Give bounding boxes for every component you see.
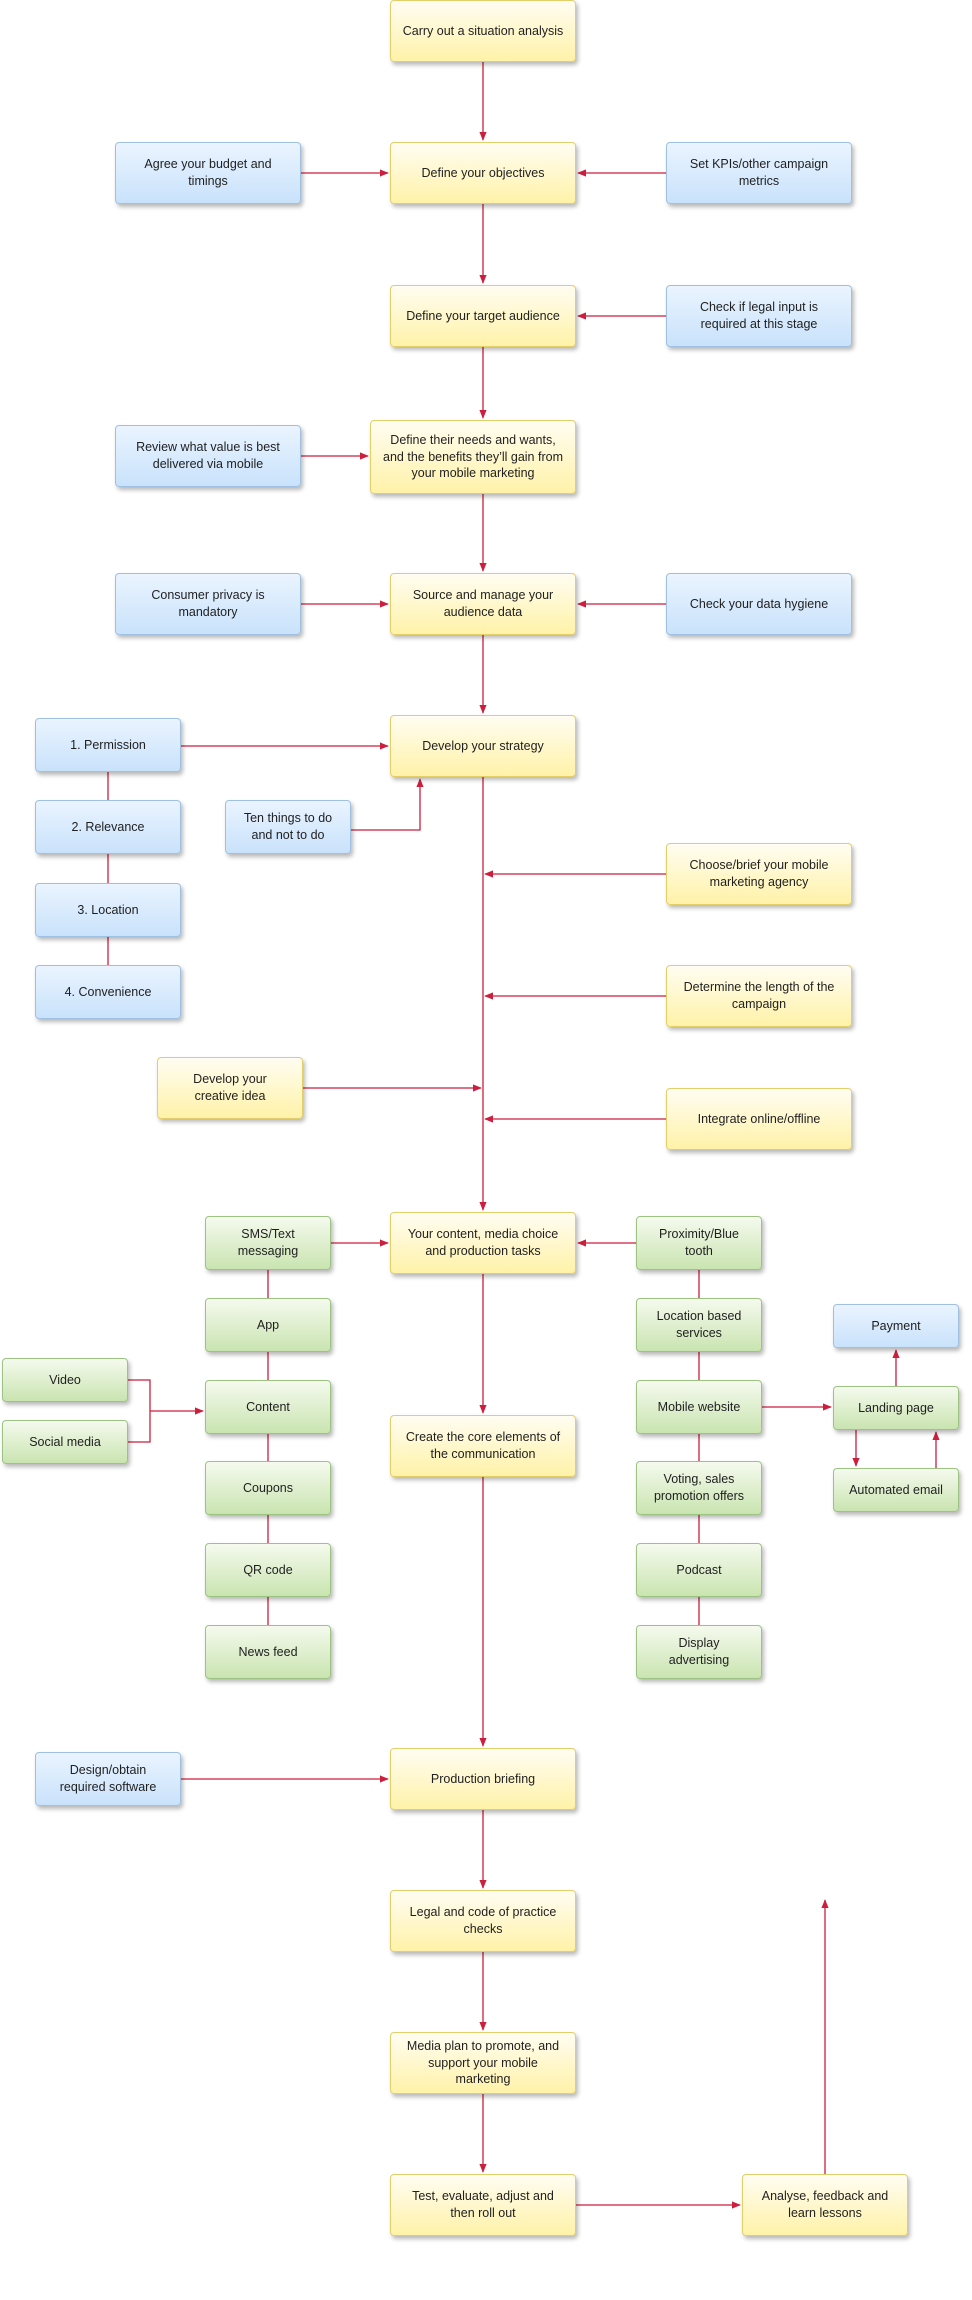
node-test-rollout: Test, evaluate, adjust and then roll out — [390, 2174, 576, 2236]
node-core-elements: Create the core elements of the communic… — [390, 1415, 576, 1477]
node-location: 3. Location — [35, 883, 181, 937]
node-voting: Voting, sales promotion offers — [636, 1461, 762, 1515]
node-content-media: Your content, media choice and productio… — [390, 1212, 576, 1274]
node-campaign-length: Determine the length of the campaign — [666, 965, 852, 1027]
node-strategy: Develop your strategy — [390, 715, 576, 777]
node-kpis: Set KPIs/other campaign metrics — [666, 142, 852, 204]
node-situation-analysis: Carry out a situation analysis — [390, 0, 576, 62]
node-legal-checks: Legal and code of practice checks — [390, 1890, 576, 1952]
node-budget: Agree your budget and timings — [115, 142, 301, 204]
node-app: App — [205, 1298, 331, 1352]
node-coupons: Coupons — [205, 1461, 331, 1515]
node-social-media: Social media — [2, 1420, 128, 1464]
node-production-briefing: Production briefing — [390, 1748, 576, 1810]
node-media-plan: Media plan to promote, and support your … — [390, 2032, 576, 2094]
node-sms: SMS/Text messaging — [205, 1216, 331, 1270]
node-display-advertising: Display advertising — [636, 1625, 762, 1679]
node-objectives: Define your objectives — [390, 142, 576, 204]
node-creative-idea: Develop your creative idea — [157, 1057, 303, 1119]
edge-video-bracket — [128, 1379, 151, 1443]
node-needs-wants: Define their needs and wants, and the be… — [370, 420, 576, 494]
node-permission: 1. Permission — [35, 718, 181, 772]
edge-tenthings-strategy — [351, 778, 424, 831]
node-landing-page: Landing page — [833, 1386, 959, 1430]
node-convenience: 4. Convenience — [35, 965, 181, 1019]
node-agency: Choose/brief your mobile marketing agenc… — [666, 843, 852, 905]
node-legal-input: Check if legal input is required at this… — [666, 285, 852, 347]
node-location-services: Location based services — [636, 1298, 762, 1352]
node-integrate: Integrate online/offline — [666, 1088, 852, 1150]
node-target-audience: Define your target audience — [390, 285, 576, 347]
node-ten-things: Ten things to do and not to do — [225, 800, 351, 854]
node-relevance: 2. Relevance — [35, 800, 181, 854]
node-content: Content — [205, 1380, 331, 1434]
node-source-data: Source and manage your audience data — [390, 573, 576, 635]
node-automated-email: Automated email — [833, 1468, 959, 1512]
node-video: Video — [2, 1358, 128, 1402]
node-podcast: Podcast — [636, 1543, 762, 1597]
node-review-value: Review what value is best delivered via … — [115, 425, 301, 487]
node-qr-code: QR code — [205, 1543, 331, 1597]
node-consumer-privacy: Consumer privacy is mandatory — [115, 573, 301, 635]
node-software: Design/obtain required software — [35, 1752, 181, 1806]
node-analyse-feedback: Analyse, feedback and learn lessons — [742, 2174, 908, 2236]
node-proximity: Proximity/Blue tooth — [636, 1216, 762, 1270]
node-mobile-website: Mobile website — [636, 1380, 762, 1434]
node-data-hygiene: Check your data hygiene — [666, 573, 852, 635]
node-payment: Payment — [833, 1304, 959, 1348]
node-news-feed: News feed — [205, 1625, 331, 1679]
